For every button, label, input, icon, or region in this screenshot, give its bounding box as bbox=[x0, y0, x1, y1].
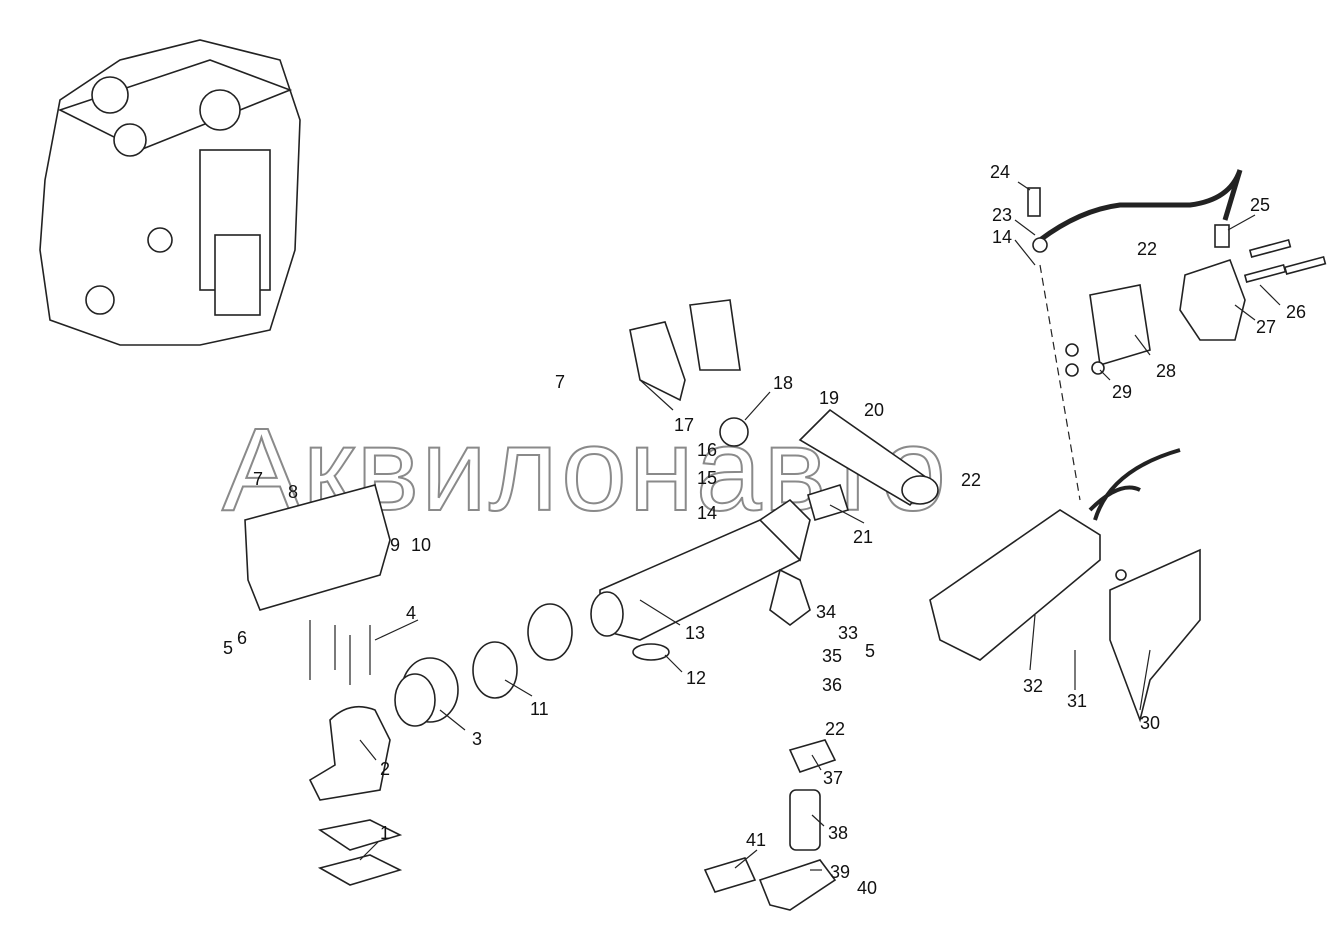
callout-22c: 22 bbox=[825, 719, 845, 739]
callout-21: 21 bbox=[853, 527, 873, 547]
callout-9: 9 bbox=[390, 535, 400, 555]
callout-29: 29 bbox=[1112, 382, 1132, 402]
callout-11: 11 bbox=[530, 699, 549, 719]
callout-24: 24 bbox=[990, 162, 1010, 182]
engine-overview-image bbox=[39, 39, 301, 346]
callout-8: 8 bbox=[288, 482, 298, 502]
callout-37: 37 bbox=[823, 768, 843, 788]
callout-39: 39 bbox=[830, 862, 850, 882]
callout-12: 12 bbox=[686, 668, 706, 688]
callout-31: 31 bbox=[1067, 691, 1087, 711]
callout-7b: 7 bbox=[253, 469, 263, 489]
callout-19: 19 bbox=[819, 388, 839, 408]
callout-22: 22 bbox=[1137, 239, 1157, 259]
callout-38: 38 bbox=[828, 823, 848, 843]
callout-32: 32 bbox=[1023, 676, 1043, 696]
callout-18: 18 bbox=[773, 373, 793, 393]
callout-36: 36 bbox=[822, 675, 842, 695]
callout-35: 35 bbox=[822, 646, 842, 666]
callout-15: 15 bbox=[697, 468, 717, 488]
callout-34: 34 bbox=[816, 602, 836, 622]
callout-22b: 22 bbox=[961, 470, 981, 490]
parts bbox=[244, 169, 1327, 911]
callout-25: 25 bbox=[1250, 195, 1270, 215]
callout-16: 16 bbox=[697, 440, 717, 460]
callout-20: 20 bbox=[864, 400, 884, 420]
callout-1: 1 bbox=[380, 823, 390, 843]
callout-27: 27 bbox=[1256, 317, 1276, 337]
leader-lines bbox=[359, 181, 1281, 871]
callout-6: 6 bbox=[237, 628, 247, 648]
callout-40: 40 bbox=[857, 878, 877, 898]
callout-30: 30 bbox=[1140, 713, 1160, 733]
callout-13: 13 bbox=[685, 623, 705, 643]
callout-labels: 24 25 23 14 22 26 27 28 29 7 18 17 19 20… bbox=[223, 162, 1306, 898]
callout-2: 2 bbox=[380, 759, 390, 779]
callout-33: 33 bbox=[838, 623, 858, 643]
callout-28: 28 bbox=[1156, 361, 1176, 381]
callout-23: 23 bbox=[992, 205, 1012, 225]
callout-26: 26 bbox=[1286, 302, 1306, 322]
callout-17: 17 bbox=[674, 415, 694, 435]
callout-3: 3 bbox=[472, 729, 482, 749]
callout-10: 10 bbox=[411, 535, 431, 555]
callout-4: 4 bbox=[406, 603, 416, 623]
callout-41: 41 bbox=[746, 830, 766, 850]
callout-7: 7 bbox=[555, 372, 565, 392]
callout-14: 14 bbox=[992, 227, 1012, 247]
callout-5: 5 bbox=[223, 638, 233, 658]
callout-14b: 14 bbox=[697, 503, 717, 523]
callout-5b: 5 bbox=[865, 641, 875, 661]
